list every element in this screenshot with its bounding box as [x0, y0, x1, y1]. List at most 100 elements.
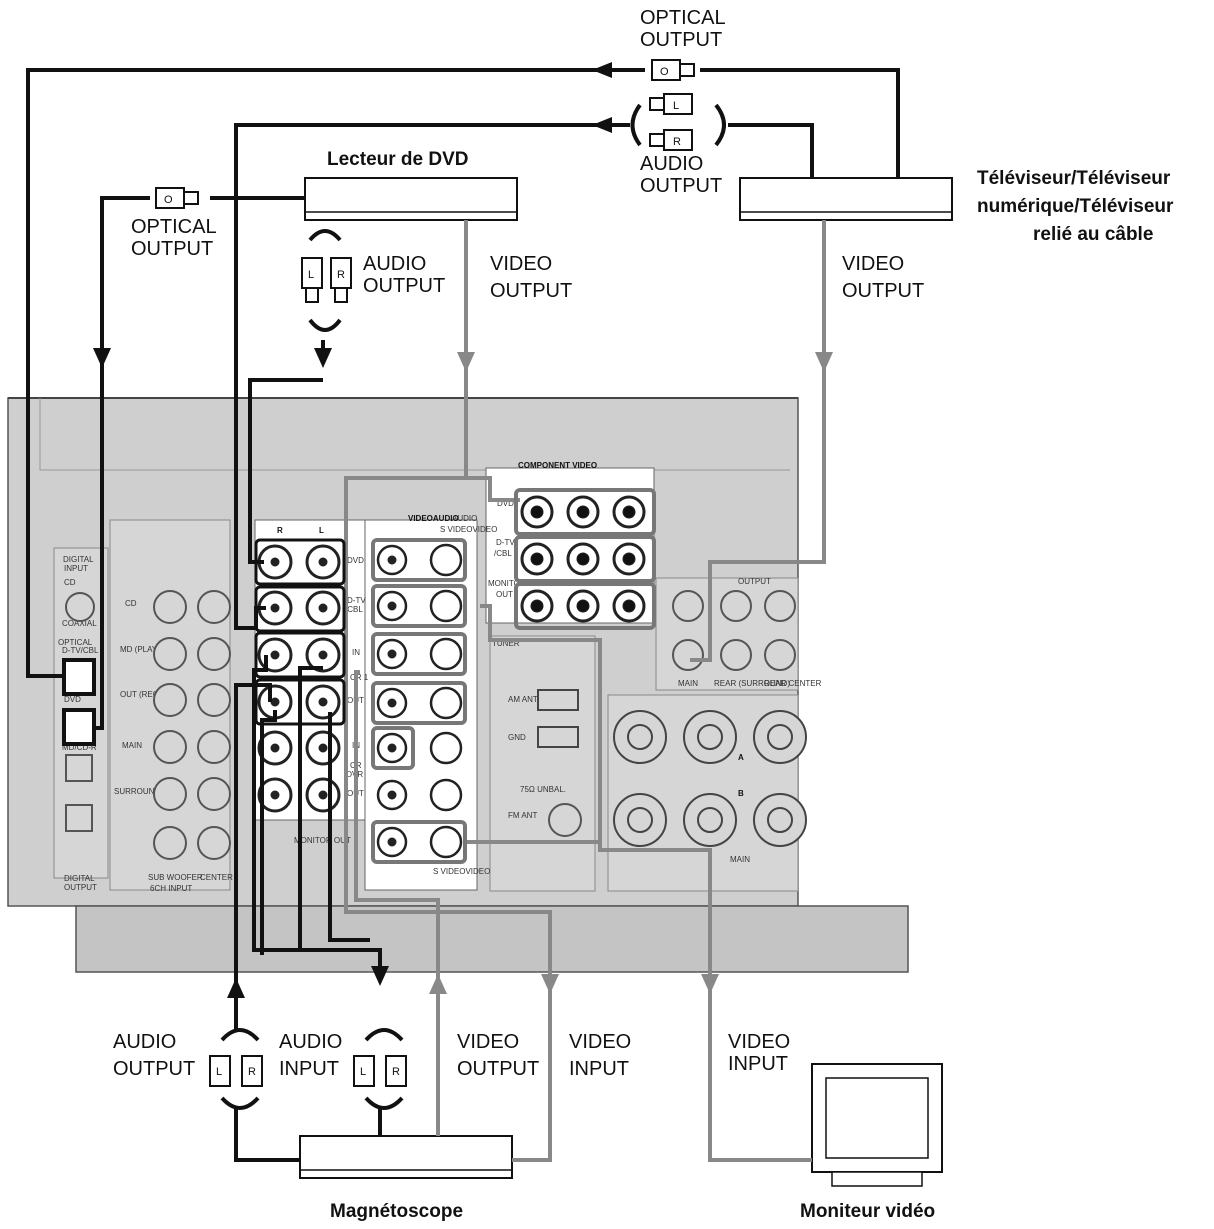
speakers-main-label: MAIN — [730, 855, 750, 864]
audio-output-dvd-1: AUDIO — [363, 253, 426, 275]
l-mark: L — [319, 526, 324, 535]
comp-dtv-label: D-TV — [496, 538, 515, 547]
tv-title-line-2: numérique/Téléviseur — [977, 196, 1174, 217]
row-cr1-label: CR 1 — [350, 673, 369, 682]
cd-analog-label: CD — [125, 599, 137, 608]
audio-input-vcr-1: AUDIO — [279, 1031, 342, 1053]
panel-labels: COMPONENT VIDEO VIDEOAUDIO AUDIO S VIDEO… — [58, 461, 822, 893]
digital-input-label-2: INPUT — [64, 564, 88, 573]
tv-plug-right-letter: R — [673, 136, 681, 148]
component-video-label: COMPONENT VIDEO — [518, 461, 597, 470]
unbal-label: 75Ω UNBAL. — [520, 785, 566, 794]
audio-output-tv-2: OUTPUT — [640, 175, 722, 197]
digital-output-label-1: DIGITAL — [64, 874, 95, 883]
optical-output-top-2: OUTPUT — [640, 29, 722, 51]
video-output-dvd-1: VIDEO — [490, 253, 552, 275]
fm-ant-label: FM ANT — [508, 811, 537, 820]
video-audio-label: VIDEOAUDIO — [408, 514, 459, 523]
digital-output-label-2: OUTPUT — [64, 883, 97, 892]
comp-out-label: OUT — [496, 590, 513, 599]
vcr-audio-output-plugs: L R — [209, 1028, 263, 1110]
jack-grid — [65, 495, 807, 860]
video-input-vcr-2: INPUT — [569, 1058, 629, 1080]
audio-output-dvd-2: OUTPUT — [363, 275, 445, 297]
row-dvd-label: DVD — [347, 556, 364, 565]
monitor-out-label: MONITOR OUT — [294, 836, 351, 845]
main-output-label: MAIN — [678, 679, 698, 688]
jack-highlights — [371, 488, 656, 864]
six-ch-input-label: 6CH INPUT — [150, 884, 192, 893]
audio-suffix-label: AUDIO — [452, 514, 477, 523]
video-input-vcr-1: VIDEO — [569, 1031, 631, 1053]
vcr-device — [299, 1135, 513, 1179]
vcr-in-plug-left-letter: L — [360, 1066, 366, 1078]
optical-output-top-1: OPTICAL — [640, 7, 726, 29]
s-video-video-top-label: S VIDEOVIDEO — [440, 525, 497, 534]
dtv-cbl-optical-label: D-TV/CBL — [62, 646, 99, 655]
coaxial-label: COAXIAL — [62, 619, 97, 628]
vcr-audio-input-plugs: L R — [353, 1028, 407, 1110]
optical-plug-top-letter: O — [660, 66, 669, 78]
tv-audio-plugs: L R — [630, 93, 726, 151]
video-input-monitor-1: VIDEO — [728, 1031, 790, 1053]
vcr-title: Magnétoscope — [330, 1201, 463, 1222]
optical-plug-dvd: O — [155, 187, 199, 209]
optical-plug-dvd-letter: O — [164, 194, 173, 206]
optical-plug-top: O — [651, 59, 695, 81]
tv-device — [739, 177, 953, 221]
monitor-title: Moniteur vidéo — [800, 1201, 935, 1222]
comp-dvd-label: DVD — [497, 499, 514, 508]
sub-woofer-label: SUB WOOFER — [148, 873, 203, 882]
comp-monitor-label: MONITOR — [488, 579, 526, 588]
rear-surround-label: REAR (SURROUND) — [714, 679, 790, 688]
optical-output-dvd-1: OPTICAL — [131, 216, 217, 238]
optical-output-dvd-2: OUTPUT — [131, 238, 213, 260]
optical-label: OPTICAL — [58, 638, 93, 647]
dvd-plug-left-letter: L — [308, 269, 314, 281]
dvd-player-title: Lecteur de DVD — [327, 149, 468, 170]
speaker-b-label: B — [738, 789, 744, 798]
digital-input-label-1: DIGITAL — [63, 555, 94, 564]
comp-cbl-label: /CBL — [494, 549, 512, 558]
tv-plug-left-letter: L — [673, 100, 679, 112]
audio-input-vcr-2: INPUT — [279, 1058, 339, 1080]
audio-arrows — [93, 62, 612, 998]
output-label: OUTPUT — [738, 577, 771, 586]
am-ant-label: AM ANT — [508, 695, 538, 704]
vcr-in-plug-right-letter: R — [392, 1066, 400, 1078]
vcr-out-plug-left-letter: L — [216, 1066, 222, 1078]
speaker-a-label: A — [738, 753, 744, 762]
device-labels: Lecteur de DVD Téléviseur/Téléviseur num… — [327, 149, 1174, 1222]
audio-jack-highlights — [254, 538, 346, 726]
audio-output-vcr-2: OUTPUT — [113, 1058, 195, 1080]
connector-labels: OPTICAL OUTPUT AUDIO OUTPUT OPTICAL OUTP… — [113, 7, 924, 1080]
dvd-audio-plugs: L R — [301, 229, 352, 332]
video-output-dvd-2: OUTPUT — [490, 280, 572, 302]
dvd-plug-right-letter: R — [337, 269, 345, 281]
md-rec-label: OUT (REC) — [120, 690, 162, 699]
r-mark: R — [277, 526, 283, 535]
dvd-optical-label: DVD — [64, 695, 81, 704]
audio-output-tv-1: AUDIO — [640, 153, 703, 175]
gnd-label: GND — [508, 733, 526, 742]
video-output-vcr-1: VIDEO — [457, 1031, 519, 1053]
tv-title-line-3: relié au câble — [1033, 224, 1153, 245]
vcr-out-plug-right-letter: R — [248, 1066, 256, 1078]
row-in-label: IN — [352, 648, 360, 657]
rear-center-label: REAR CENTER — [764, 679, 822, 688]
s-video-video-bottom-label: S VIDEOVIDEO — [433, 867, 490, 876]
video-input-monitor-2: INPUT — [728, 1053, 788, 1075]
dvd-player-device — [304, 177, 518, 221]
video-arrows — [429, 352, 833, 994]
tv-title-line-1: Téléviseur/Téléviseur — [977, 168, 1171, 189]
md-cdr-label: MD/CD-R — [62, 743, 97, 752]
row-dtv-label: D-TV — [347, 596, 366, 605]
video-output-vcr-2: OUTPUT — [457, 1058, 539, 1080]
video-output-tv-2: OUTPUT — [842, 280, 924, 302]
md-play-label: MD (PLAY) — [120, 645, 160, 654]
optical-jack-highlights — [62, 658, 96, 746]
tuner-label: TUNER — [492, 639, 520, 648]
audio-output-vcr-1: AUDIO — [113, 1031, 176, 1053]
monitor-device — [811, 1063, 943, 1187]
